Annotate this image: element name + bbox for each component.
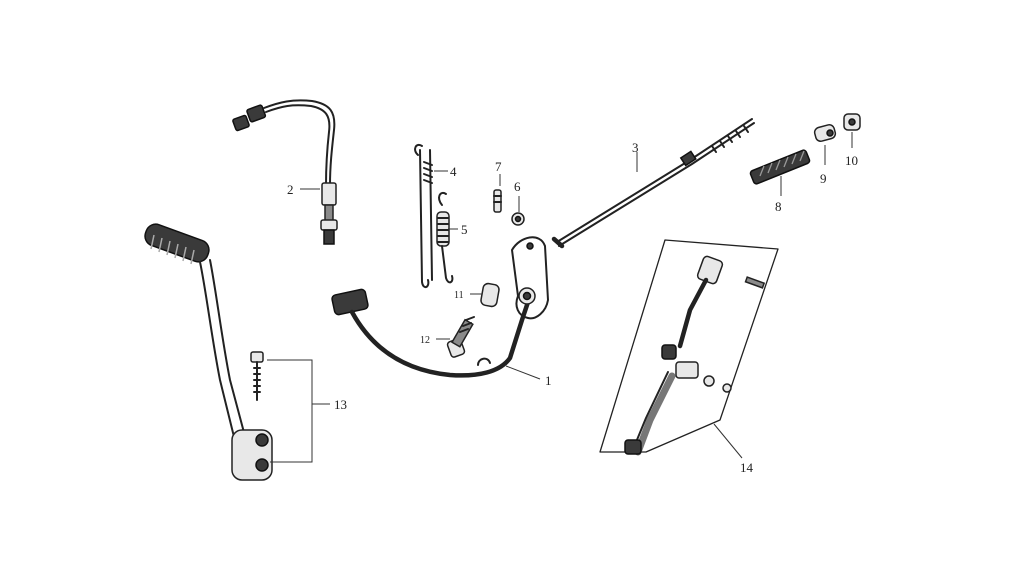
collar-part: [480, 282, 500, 308]
callout-6: 6: [514, 179, 521, 194]
short-spring-part: [436, 192, 454, 284]
callout-13: 13: [334, 397, 347, 412]
callout-9: 9: [820, 171, 827, 186]
joint-part: [813, 124, 837, 142]
cap-nut-part: [511, 212, 525, 226]
callout-12: 12: [420, 335, 430, 346]
callout-14: 14: [740, 460, 754, 475]
adjusting-nut-part: [843, 113, 861, 131]
leader-lines: [267, 132, 853, 463]
pin-part: [493, 189, 502, 213]
gear-lever-part: [144, 223, 273, 481]
brake-rod-part: [551, 118, 755, 249]
callout-2: 2: [287, 182, 294, 197]
threaded-stud-part: [749, 149, 811, 185]
callout-3: 3: [632, 140, 639, 155]
callout-7: 7: [495, 159, 502, 174]
callout-1: 1: [545, 373, 552, 388]
callout-8: 8: [775, 199, 782, 214]
callout-4: 4: [450, 164, 457, 179]
stand-assembly-part: [599, 239, 779, 456]
switch-cable-part: [232, 99, 338, 245]
callout-5: 5: [461, 222, 468, 237]
callout-10: 10: [845, 153, 858, 168]
long-spring-part: [414, 144, 433, 288]
callout-11: 11: [454, 290, 464, 301]
brake-pedal-part: [331, 236, 549, 378]
bolt-part: [446, 316, 475, 358]
